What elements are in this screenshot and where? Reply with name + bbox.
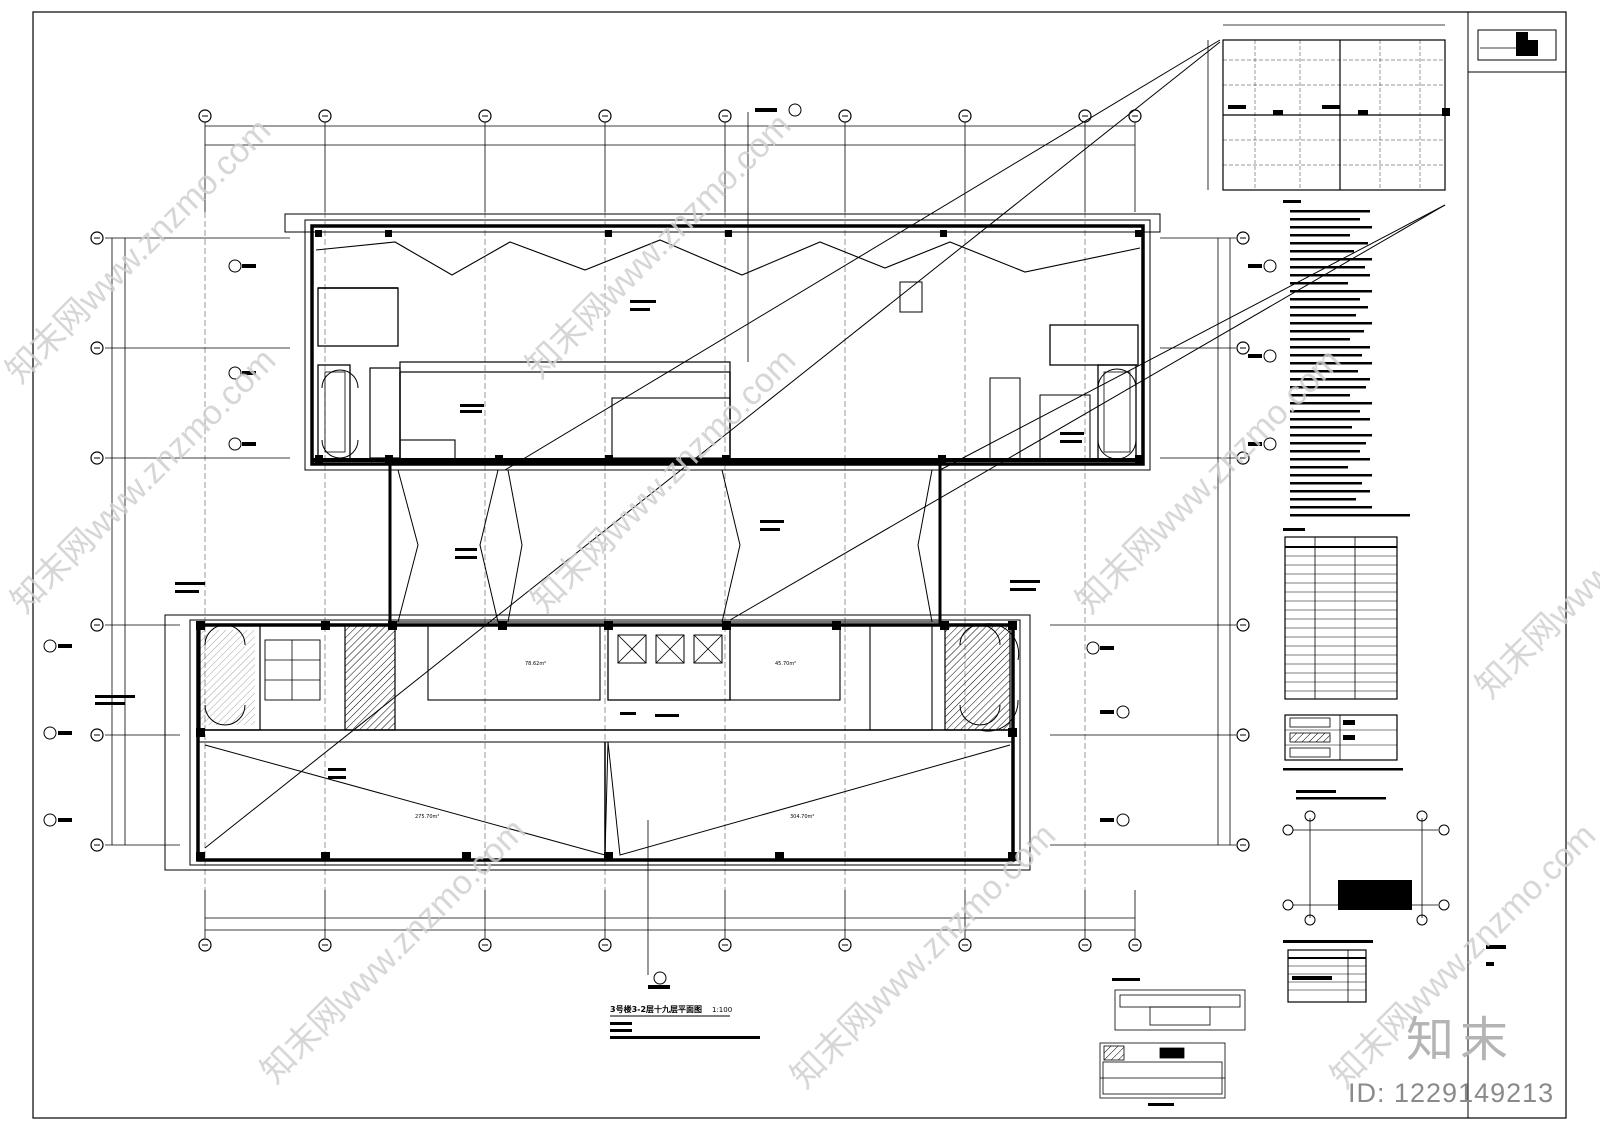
stair-lower [204,623,1020,732]
watermark-text: 知末网www.znzmo.com [254,811,533,1090]
index-plan-diagram [1282,790,1450,926]
location-plan-captions [1112,978,1174,1106]
room-area-label: 78.62m² [525,661,546,667]
plan-notes [95,300,1084,779]
room-labels: 78.62m² 45.70m² 275.70m² 304.70m² [415,661,814,820]
title-block-text [1486,945,1506,966]
watermark-text: 知末网www.znzmo.com [0,111,278,390]
structural-grid [204,212,1086,890]
general-notes [1283,200,1410,531]
watermark-text: 知末网www.znzmo.com [1069,341,1348,620]
watermark-text: 知末网www.znzmo.com [524,341,803,620]
watermark-text: 知末网www.znzmo.com [1469,426,1600,705]
lower-block-walls [164,614,1031,871]
drawing-title: 3号楼3-2层十九层平面图 1:100 [610,1004,760,1039]
area-summary-table [1283,940,1373,1003]
columns-upper [315,230,1143,463]
watermark-text: 知末网www.znzmo.com [784,816,1063,1095]
watermark-brand: 知末 [1406,1012,1515,1068]
columns-lower [196,621,1017,861]
drawing-title-text: 3号楼3-2层十九层平面图 [610,1004,702,1014]
room-area-label: 275.70m² [415,814,439,820]
watermark-text: 知末网www.znzmo.com [4,341,283,620]
axis-bubbles-top [198,109,1142,123]
legend-table [1283,714,1403,771]
dimension-bottom [204,890,1136,938]
dimension-right [1050,237,1236,846]
room-area-label: 45.70m² [775,661,796,667]
location-plan-small [1099,989,1246,1099]
drawing-scale-text: 1:100 [712,1006,732,1014]
stair-upper [321,368,1137,460]
dimension-top [204,120,1136,212]
axis-bubbles-bottom [198,938,1142,952]
sheet-border [32,11,1567,1119]
room-area-label: 304.70m² [790,814,814,820]
detail-enlarged-view [1207,24,1450,191]
dimension-left [105,237,290,846]
key-plan [1477,29,1557,61]
floor-elevation-table [1284,536,1398,700]
watermark-text: 知末网www.znzmo.com [519,106,798,385]
middle-link-walls [388,461,942,625]
watermark-id: ID: 1229149213 [1348,1078,1555,1108]
section-tags [43,103,1277,989]
